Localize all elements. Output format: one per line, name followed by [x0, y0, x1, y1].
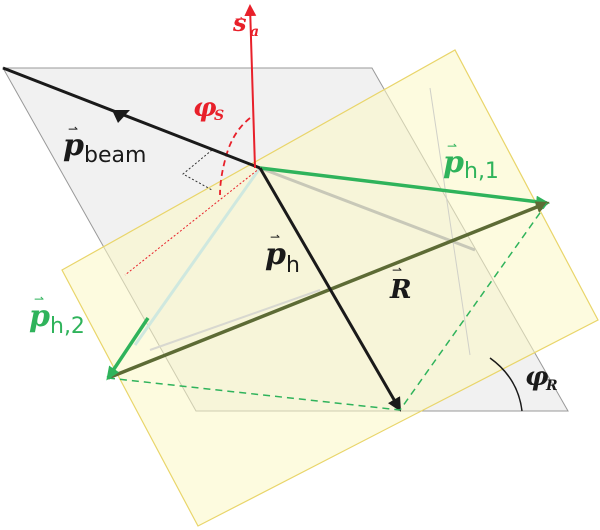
p-h2-vector — [106, 317, 150, 381]
hidden-line-3 — [149, 289, 321, 351]
svg-text:p: p — [443, 145, 464, 180]
label-p-h2: ⇀ p h,2 — [29, 292, 85, 339]
svg-text:R: R — [389, 275, 412, 305]
svg-text:⇀: ⇀ — [34, 292, 44, 306]
phi-s-arc — [219, 117, 251, 196]
svg-text:h: h — [286, 253, 300, 278]
svg-text:φ: φ — [525, 362, 549, 392]
svg-text:⇀: ⇀ — [235, 14, 243, 25]
label-p-beam: ⇀ p beam — [63, 122, 146, 168]
label-p-h: ⇀ p h — [265, 230, 300, 278]
svg-text:h,1: h,1 — [464, 159, 499, 184]
label-phi-r: φ R — [525, 362, 558, 394]
p-h1-vector — [259, 166, 550, 208]
label-p-h1: ⇀ p h,1 — [443, 139, 499, 184]
svg-text:⇀: ⇀ — [68, 122, 78, 136]
hidden-line-4 — [429, 87, 471, 356]
hidden-line-2 — [133, 167, 262, 346]
hidden-line-1 — [259, 166, 476, 252]
svg-text:beam: beam — [84, 143, 146, 168]
svg-text:s: s — [232, 8, 247, 37]
svg-text:R: R — [545, 378, 558, 394]
p-h-vector — [258, 167, 402, 412]
label-r: ⇀ R — [389, 263, 412, 305]
dashed-edge-bottom — [107, 377, 401, 411]
svg-text:φ: φ — [193, 93, 217, 123]
phi-r-arc — [489, 357, 523, 412]
label-s-a: ⇀ s a — [232, 8, 259, 40]
svg-text:p: p — [265, 237, 286, 272]
svg-text:h,2: h,2 — [50, 314, 85, 339]
svg-text:S: S — [214, 108, 224, 124]
p-beam-vector — [2, 66, 261, 170]
svg-text:a: a — [250, 24, 259, 40]
label-phi-s: φ S — [193, 93, 224, 124]
r-vector — [107, 201, 550, 380]
dashed-edge-right — [399, 202, 548, 411]
s-a-vector — [244, 4, 257, 169]
svg-text:⇀: ⇀ — [392, 263, 402, 277]
svg-text:⇀: ⇀ — [447, 139, 457, 153]
svg-text:⇀: ⇀ — [270, 230, 280, 244]
p-beam-arrowhead — [112, 110, 130, 123]
spin-projection-line — [124, 167, 261, 276]
svg-text:p: p — [29, 299, 50, 334]
svg-text:p: p — [63, 128, 84, 163]
right-angle-marker — [182, 149, 213, 191]
